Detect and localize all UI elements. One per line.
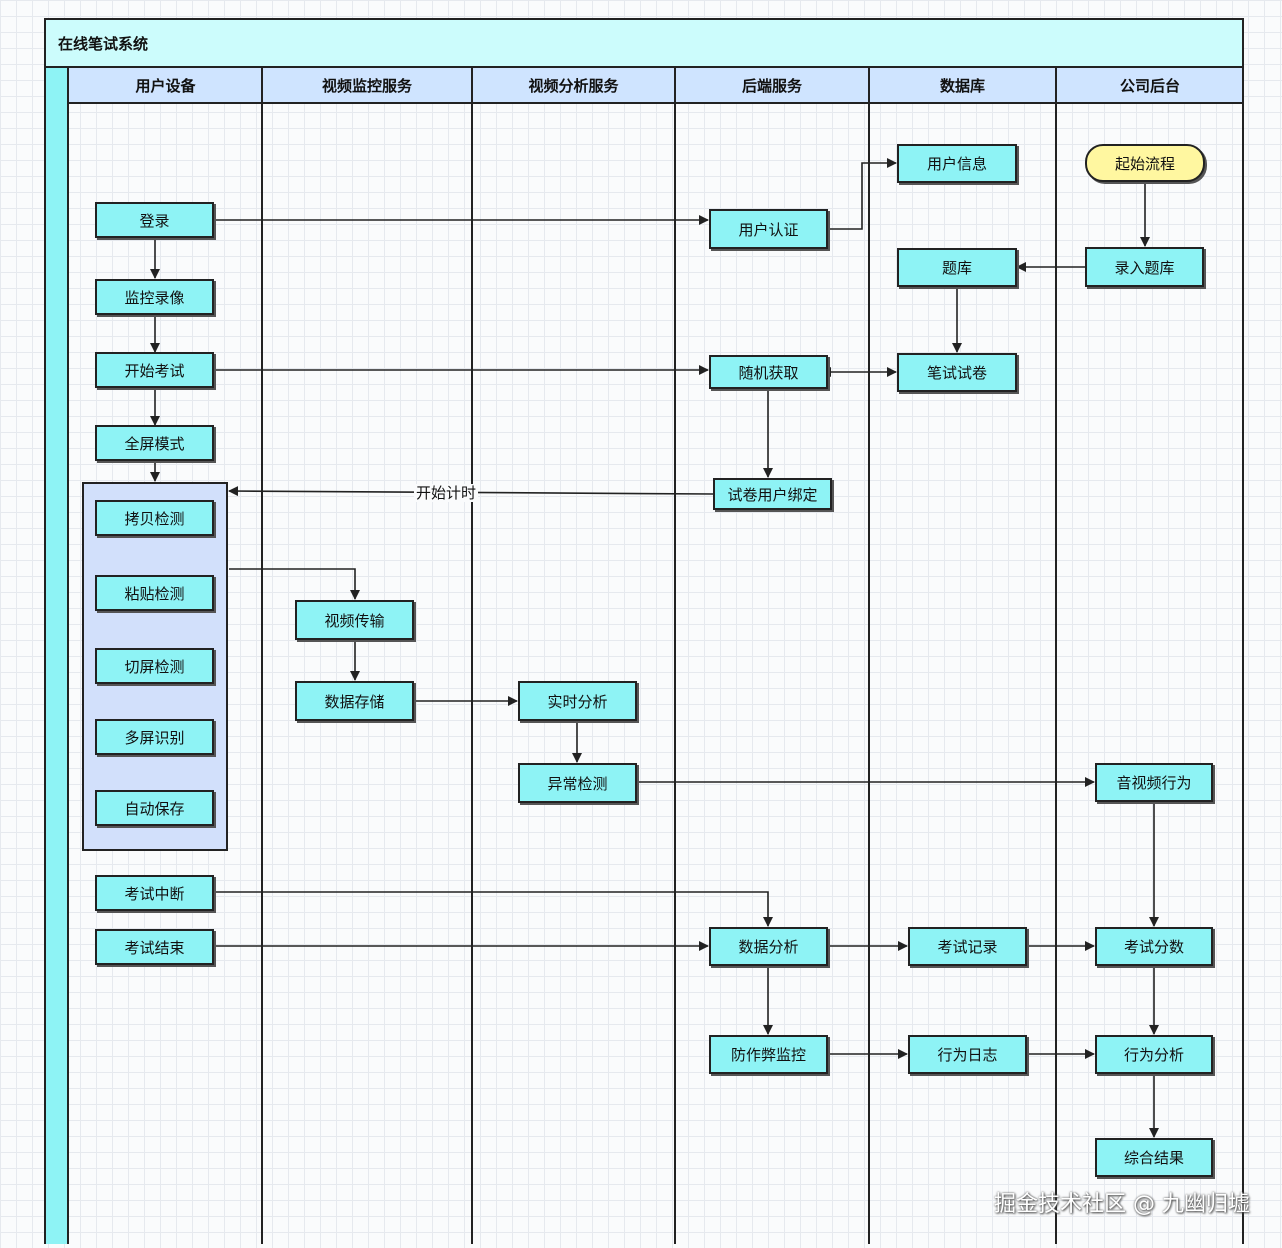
node-autosave[interactable]: 自动保存 (95, 790, 214, 826)
node-copy-detect[interactable]: 拷贝检测 (95, 500, 214, 536)
node-multiscreen[interactable]: 多屏识别 (95, 719, 214, 755)
node-anomaly-detect[interactable]: 异常检测 (518, 763, 637, 803)
node-exam-interrupt[interactable]: 考试中断 (95, 875, 214, 911)
lane-divider (261, 68, 263, 1244)
lane-divider (674, 68, 676, 1244)
node-data-analysis[interactable]: 数据分析 (709, 927, 828, 966)
node-av-behavior[interactable]: 音视频行为 (1095, 763, 1213, 802)
node-fullscreen[interactable]: 全屏模式 (95, 425, 214, 461)
lane-header-database: 数据库 (869, 68, 1056, 104)
node-question-bank[interactable]: 题库 (897, 248, 1017, 287)
node-user-auth[interactable]: 用户认证 (709, 209, 828, 249)
node-realtime-analysis[interactable]: 实时分析 (518, 681, 637, 721)
lane-divider (1055, 68, 1057, 1244)
lane-divider (471, 68, 473, 1244)
node-switch-detect[interactable]: 切屏检测 (95, 648, 214, 684)
edge-interrupt-to-analysis (214, 891, 773, 927)
node-final-result[interactable]: 综合结果 (1095, 1138, 1213, 1177)
lane-divider (868, 68, 870, 1244)
lane-header-video-analysis: 视频分析服务 (472, 68, 675, 104)
pool-title: 在线笔试系统 (44, 18, 1244, 68)
node-behavior-log[interactable]: 行为日志 (908, 1035, 1027, 1074)
watermark: 掘金技术社区 @ 九幽归墟 (994, 1192, 1250, 1217)
edge-auth-to-userinfo (828, 158, 897, 230)
edge-group-to-video (229, 568, 360, 600)
node-anticheat-monitor[interactable]: 防作弊监控 (709, 1035, 828, 1074)
node-user-info[interactable]: 用户信息 (897, 144, 1017, 183)
pool-side-bar (44, 68, 69, 1244)
node-paste-detect[interactable]: 粘贴检测 (95, 575, 214, 611)
node-paper-bind[interactable]: 试卷用户绑定 (713, 478, 832, 510)
node-start-flow[interactable]: 起始流程 (1085, 144, 1205, 182)
lane-header-user-device: 用户设备 (69, 68, 262, 104)
node-start-exam[interactable]: 开始考试 (95, 352, 214, 388)
edge-label-start-timer: 开始计时 (414, 484, 479, 502)
node-login[interactable]: 登录 (95, 202, 214, 238)
node-enter-bank[interactable]: 录入题库 (1085, 247, 1204, 287)
node-exam-end[interactable]: 考试结束 (95, 929, 214, 965)
node-exam-record[interactable]: 考试记录 (908, 927, 1027, 966)
node-written-paper[interactable]: 笔试试卷 (897, 353, 1017, 392)
lane-header-backend: 后端服务 (675, 68, 869, 104)
node-random-fetch[interactable]: 随机获取 (709, 355, 828, 389)
lane-divider (1242, 68, 1244, 1244)
node-data-storage[interactable]: 数据存储 (295, 681, 414, 721)
lane-header-company-admin: 公司后台 (1056, 68, 1244, 104)
node-exam-score[interactable]: 考试分数 (1095, 927, 1213, 966)
node-behavior-analysis[interactable]: 行为分析 (1095, 1035, 1213, 1074)
node-video-transfer[interactable]: 视频传输 (295, 600, 414, 640)
node-monitor-record[interactable]: 监控录像 (95, 279, 214, 315)
lane-header-video-monitor: 视频监控服务 (262, 68, 472, 104)
